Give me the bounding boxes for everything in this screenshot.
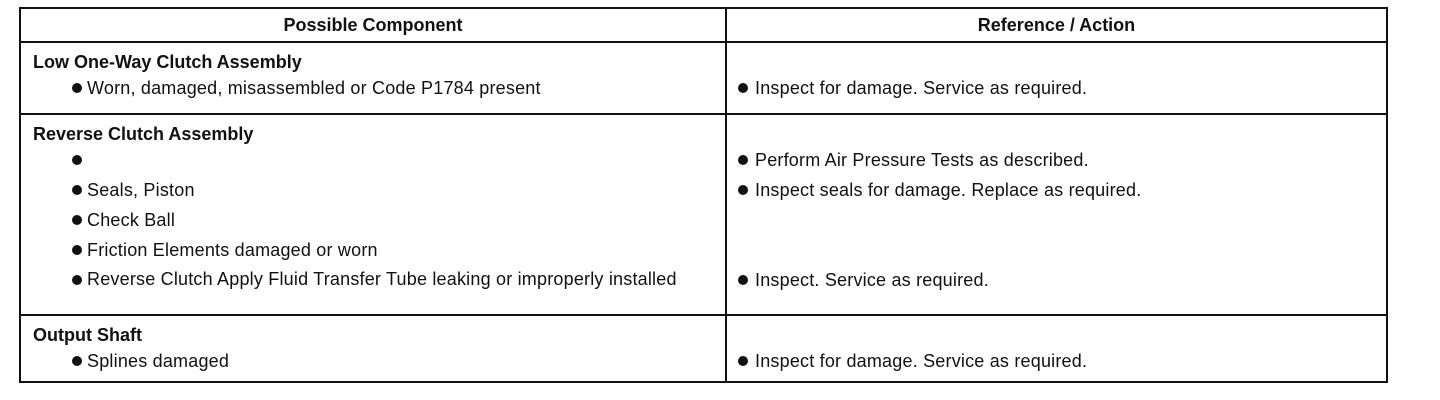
header-row: Possible Component Reference / Action [21,9,1386,43]
component-text: Check Ball [87,209,176,230]
bullet-icon [72,214,82,225]
diagnostic-table-grid: Possible Component Reference / Action Lo… [21,9,1386,381]
component-item: Worn, damaged, misassembled or Code P178… [21,73,725,103]
bullet-icon [72,154,82,165]
action-item: Inspect for damage. Service as required. [727,73,1386,103]
bullet-icon [72,83,82,93]
component-text: Reverse Clutch Apply Fluid Transfer Tube… [87,268,677,289]
group-component-cell: Output Shaft Splines damaged [21,314,727,381]
action-item: Inspect seals for damage. Replace as req… [727,175,1386,205]
action-item: Inspect. Service as required. [727,265,1386,295]
bullet-icon [738,355,748,366]
component-text: Splines damaged [87,350,230,371]
group-action-cell: Inspect for damage. Service as required. [726,42,1386,115]
action-text: Inspect for damage. Service as required. [755,350,1088,371]
group-component-cell: Low One-Way Clutch Assembly Worn, damage… [21,42,727,115]
group-component-cell: Reverse Clutch Assembly Seals, Piston Ch… [21,113,727,316]
action-text: Inspect. Service as required. [755,269,989,290]
header-possible-component: Possible Component [21,9,727,43]
group-title: Low One-Way Clutch Assembly [33,52,302,72]
component-item: Reverse Clutch Apply Fluid Transfer Tube… [21,265,725,295]
group-reverse-clutch: Reverse Clutch Assembly Seals, Piston Ch… [21,113,1386,316]
group-title: Output Shaft [33,324,142,345]
component-item: Friction Elements damaged or worn [21,235,725,265]
group-action-cell: Perform Air Pressure Tests as described.… [726,113,1386,316]
group-low-one-way-clutch: Low One-Way Clutch Assembly Worn, damage… [21,42,1386,115]
bullet-icon [72,355,82,366]
component-item: Seals, Piston [21,175,725,205]
bullet-icon [738,274,748,285]
component-text: Seals, Piston [87,179,195,200]
bullet-icon [738,83,748,93]
group-action-cell: Inspect for damage. Service as required. [726,315,1386,382]
action-item: Inspect for damage. Service as required. [727,346,1386,376]
bullet-icon [738,184,748,195]
diagnostic-table: Possible Component Reference / Action Lo… [19,7,1388,383]
group-output-shaft: Output Shaft Splines damaged Inspect for… [21,314,1386,382]
bullet-icon [72,244,82,255]
action-item: Perform Air Pressure Tests as described. [727,145,1386,175]
bullet-icon [738,154,748,165]
action-text: Inspect seals for damage. Replace as req… [755,179,1142,200]
action-text: Inspect for damage. Service as required. [755,78,1088,98]
action-text: Perform Air Pressure Tests as described. [755,149,1089,170]
header-reference-action: Reference / Action [726,9,1386,43]
bullet-icon [72,274,82,285]
group-title: Reverse Clutch Assembly [33,123,254,144]
bullet-icon [72,184,82,195]
component-item: Check Ball [21,205,725,235]
component-item [21,145,725,175]
component-item: Splines damaged [21,346,725,376]
component-text: Worn, damaged, misassembled or Code P178… [87,78,541,98]
component-text: Friction Elements damaged or worn [87,239,378,260]
